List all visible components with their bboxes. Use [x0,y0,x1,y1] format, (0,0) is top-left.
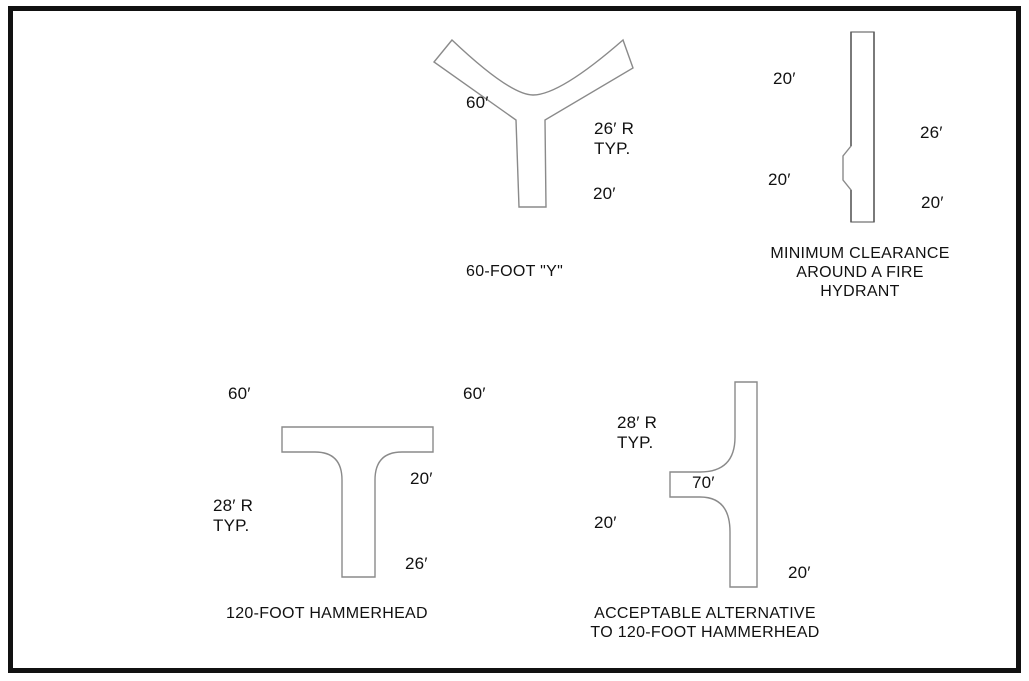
y-arm-length-label: 60′ [466,93,489,112]
y-radius-line1: 26′ R [594,119,635,138]
hydrant-clearance-shape [842,31,875,223]
alternative-radius-line2: TYP. [617,433,654,452]
alternative-road-width-label: 20′ [788,563,811,582]
alternative-stub-width-label: 20′ [594,513,617,532]
y-radius-line2: TYP. [594,139,631,158]
alternative-caption: ACCEPTABLE ALTERNATIVE TO 120-FOOT HAMME… [560,604,850,642]
y-width-label: 20′ [593,184,616,203]
alternative-shape [669,381,758,588]
hammerhead-radius-line2: TYP. [213,516,250,535]
hammerhead-caption: 120-FOOT HAMMERHEAD [226,605,428,622]
alternative-caption-line1: ACCEPTABLE ALTERNATIVE [594,605,816,622]
hammerhead-right-arm-label: 60′ [463,384,486,403]
y-caption: 60-FOOT "Y" [466,263,564,280]
hydrant-caption: MINIMUM CLEARANCE AROUND A FIRE HYDRANT [750,244,970,301]
hammerhead-shape [281,426,434,578]
hammerhead-radius-line1: 28′ R [213,496,254,515]
hammerhead-left-arm-label: 60′ [228,384,251,403]
hydrant-widened-width-label: 26′ [920,123,943,142]
y-radius-label: 26′ R TYP. [594,119,634,159]
hammerhead-stem-width-label: 26′ [405,554,428,573]
alternative-caption-line2: TO 120-FOOT HAMMERHEAD [590,624,820,641]
hammerhead-arm-width-label: 20′ [410,469,433,488]
hydrant-caption-line2: AROUND A FIRE [796,264,924,281]
hydrant-road-width-label: 20′ [921,193,944,212]
alternative-radius-line1: 28′ R [617,413,658,432]
alternative-stub-length-label: 70′ [692,473,715,492]
hammerhead-radius-label: 28′ R TYP. [213,496,253,536]
y-turnaround-shape [432,38,634,208]
hydrant-top-length-label: 20′ [773,69,796,88]
hydrant-caption-line1: MINIMUM CLEARANCE [770,245,950,262]
hydrant-bottom-length-label: 20′ [768,170,791,189]
hydrant-caption-line3: HYDRANT [820,283,900,300]
alternative-radius-label: 28′ R TYP. [617,413,657,453]
